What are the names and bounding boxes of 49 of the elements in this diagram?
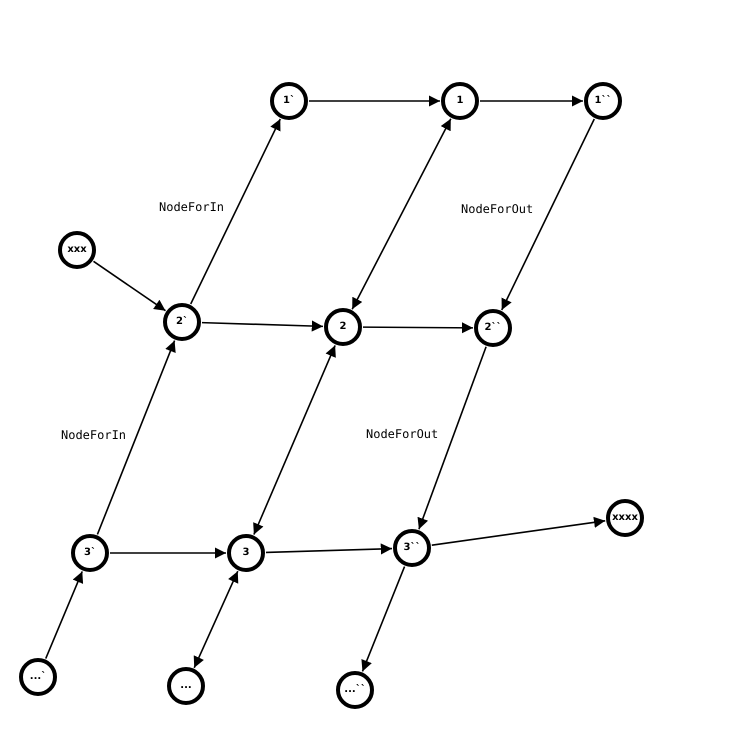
arrow [266,543,392,555]
arrow [351,118,452,310]
node-label: 2` [176,317,188,327]
node-label: ... [180,681,192,691]
node-circle [474,309,512,347]
node-label: 3 [242,548,250,558]
arrow [363,322,473,334]
node-label: 2`` [484,323,502,333]
node-label: ...`` [344,685,366,695]
arrow [480,95,583,107]
node-circle [393,529,431,567]
node-circle [227,534,265,572]
node-circle [584,82,622,120]
arrow [432,516,606,546]
edge-label: NodeForIn [159,200,224,214]
node-circle [163,303,201,341]
node-label: ...` [30,672,46,682]
node-circle [167,667,205,705]
edge-label: NodeForIn [61,428,126,442]
node-circle [336,671,374,709]
node-circle [58,231,96,269]
arrow [501,118,595,310]
arrow [45,571,84,659]
arrow [309,95,440,107]
node-circle [71,534,109,572]
node-circle [19,658,57,696]
arrow [190,118,281,304]
node-circle [606,499,644,537]
edge-label: NodeForOut [366,427,438,442]
arrow [194,570,238,668]
node-label: 2 [340,322,346,332]
arrow [93,260,166,312]
arrow [110,547,226,559]
node-circle [270,82,308,120]
arrow [361,566,406,672]
node-label: 1 [456,96,464,106]
node-label: 3` [84,548,96,558]
edge-label: NodeForOut [461,202,534,216]
arrow [96,340,176,535]
arrow [253,345,336,535]
node-label: 1` [283,96,295,106]
node-label: 3`` [404,543,420,553]
arrow [418,346,487,530]
node-label: xxxx [612,513,638,523]
arrow [202,320,324,332]
node-label: xxx [67,245,87,255]
node-circle [441,82,479,120]
node-circle [324,308,362,346]
node-label: 1`` [594,96,612,106]
